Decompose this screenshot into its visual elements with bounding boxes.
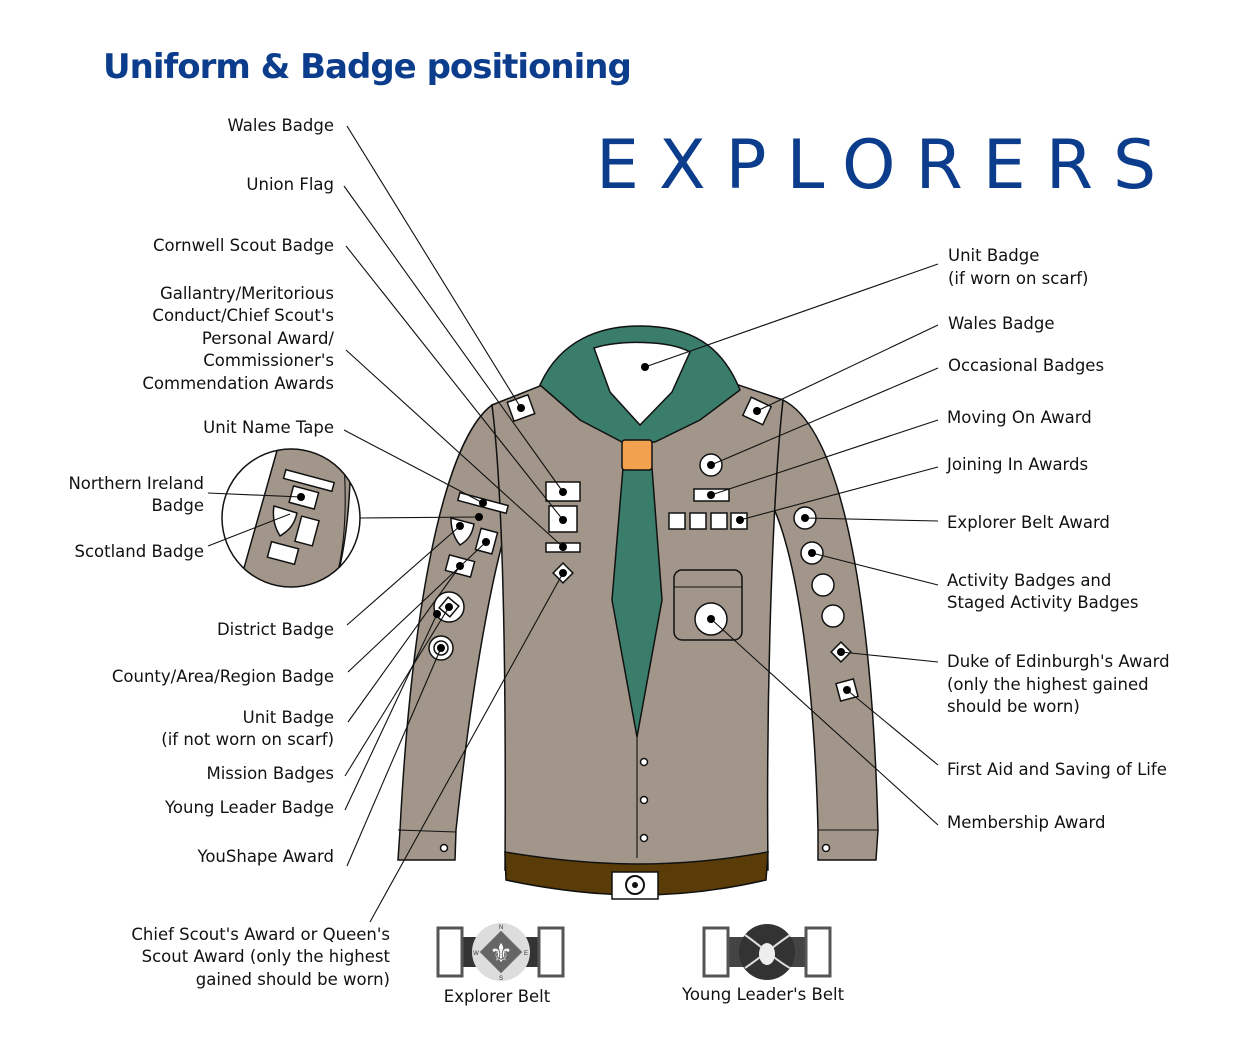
label-r-unit-badge-1: Unit Badge <box>948 246 1039 265</box>
label-gallantry-4: Commissioner's <box>203 351 334 370</box>
compass-w: W <box>473 951 479 957</box>
label-duke-1: Duke of Edinburgh's Award <box>947 652 1170 671</box>
label-unit-badge-2: (if not worn on scarf) <box>161 730 334 749</box>
label-first-aid: First Aid and Saving of Life <box>947 760 1167 779</box>
label-district: District Badge <box>217 620 334 639</box>
left-sleeve <box>397 403 517 861</box>
label-chief-scout-1: Chief Scout's Award or Queen's <box>131 925 390 944</box>
label-explorer-belt-award: Explorer Belt Award <box>947 513 1110 532</box>
label-gallantry-1: Gallantry/Meritorious <box>160 284 334 303</box>
compass-s: S <box>499 976 503 982</box>
label-union-flag: Union Flag <box>246 175 334 194</box>
right-sleeve <box>769 398 879 861</box>
label-scotland: Scotland Badge <box>74 542 204 561</box>
section-title: EXPLORERS <box>596 126 1176 205</box>
inset-zoom <box>221 448 361 588</box>
label-cornwell: Cornwell Scout Badge <box>153 236 334 255</box>
label-unit-badge-1: Unit Badge <box>243 708 334 727</box>
label-northern-ireland-2: Badge <box>151 496 204 515</box>
label-activity-1: Activity Badges and <box>947 571 1111 590</box>
shirt-collar <box>593 341 691 427</box>
label-mission: Mission Badges <box>206 764 334 783</box>
label-moving-on: Moving On Award <box>947 408 1092 427</box>
label-occasional: Occasional Badges <box>948 356 1104 375</box>
label-northern-ireland-1: Northern Ireland <box>68 474 204 493</box>
woggle <box>621 439 653 471</box>
label-r-unit-badge-2: (if worn on scarf) <box>948 269 1088 288</box>
label-young-leader-belt: Young Leader's Belt <box>681 985 845 1004</box>
young-leader-belt: Young Leader's Belt <box>681 924 845 1004</box>
label-duke-2: (only the highest gained <box>947 675 1149 694</box>
shirt <box>397 325 879 900</box>
label-gallantry-2: Conduct/Chief Scout's <box>152 306 334 325</box>
label-gallantry-3: Personal Award/ <box>202 329 335 348</box>
label-membership: Membership Award <box>947 813 1105 832</box>
label-chief-scout-2: Scout Award (only the highest <box>142 947 391 966</box>
label-unit-name-tape: Unit Name Tape <box>203 418 334 437</box>
label-r-wales: Wales Badge <box>948 314 1054 333</box>
label-explorer-belt: Explorer Belt <box>444 987 551 1006</box>
label-wales-badge: Wales Badge <box>228 116 334 135</box>
compass-n: N <box>499 925 503 931</box>
left-labels: Wales Badge Union Flag Cornwell Scout Ba… <box>68 116 390 989</box>
leader-lines <box>207 125 939 923</box>
label-gallantry-5: Commendation Awards <box>142 374 334 393</box>
label-county: County/Area/Region Badge <box>112 667 334 686</box>
fleur-de-lis-icon: ⚜ <box>489 938 512 968</box>
explorer-belt: ⚜ N E S W Explorer Belt <box>436 923 565 1006</box>
label-chief-scout-3: gained should be worn) <box>196 970 390 989</box>
page-title: Uniform & Badge positioning <box>103 47 631 87</box>
compass-e: E <box>524 951 528 957</box>
label-duke-3: should be worn) <box>947 697 1080 716</box>
label-youshape: YouShape Award <box>196 847 334 866</box>
label-joining-in: Joining In Awards <box>946 455 1088 474</box>
right-labels: Unit Badge (if worn on scarf) Wales Badg… <box>946 246 1170 832</box>
label-activity-2: Staged Activity Badges <box>947 593 1138 612</box>
label-young-leader: Young Leader Badge <box>164 798 334 817</box>
